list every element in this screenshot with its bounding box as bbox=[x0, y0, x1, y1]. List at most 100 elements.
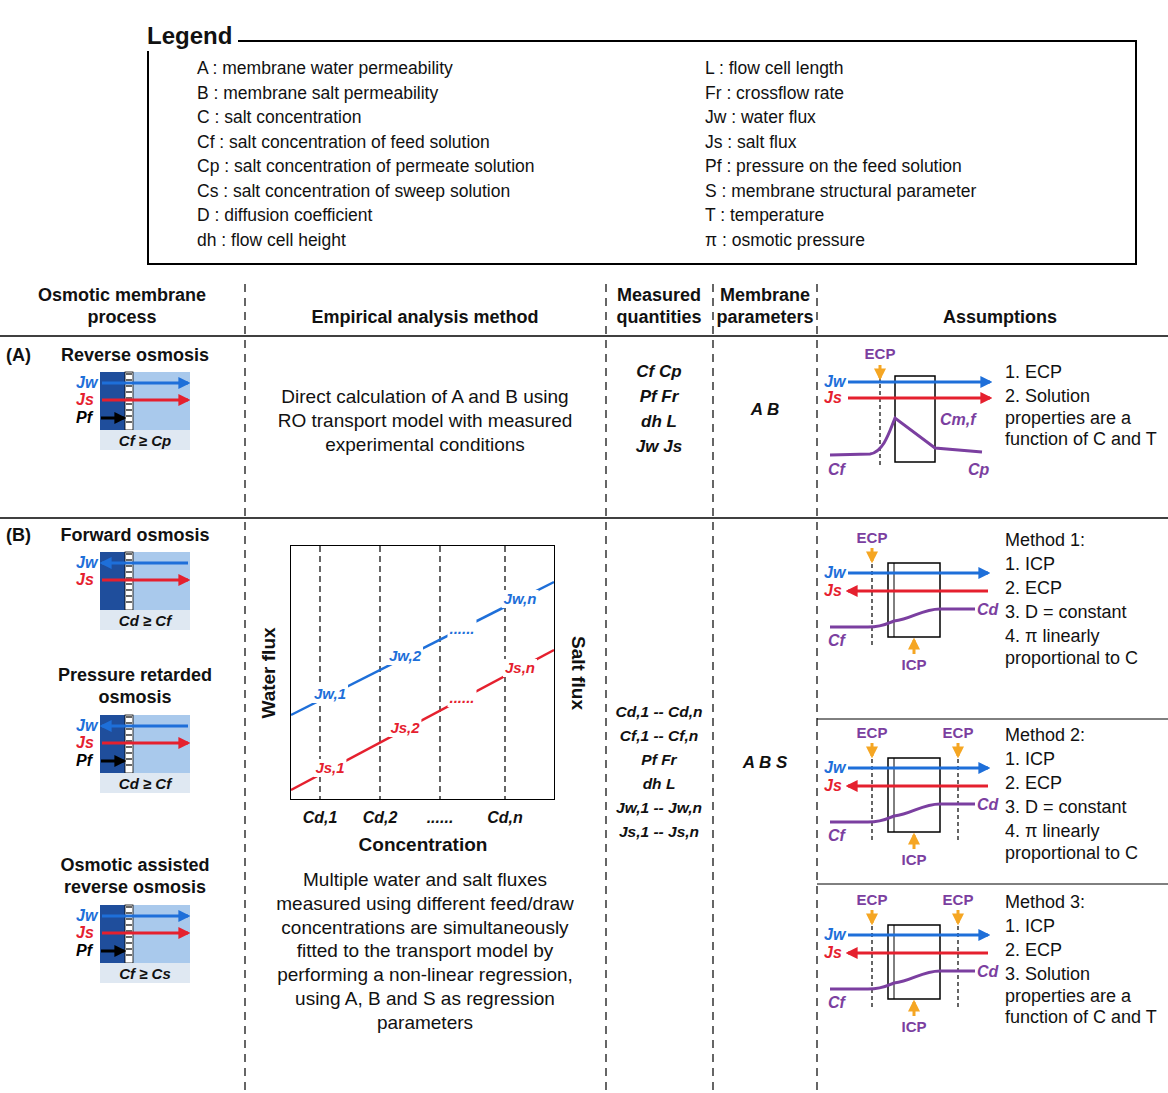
salt-flux-label: Js bbox=[76, 390, 94, 409]
ecp-arrow bbox=[957, 743, 960, 756]
rule-line bbox=[0, 517, 1168, 519]
flux-arrow bbox=[848, 785, 988, 788]
water-flux-point: Jw,n bbox=[502, 590, 539, 608]
flux-arrow bbox=[848, 952, 988, 955]
salt-flux-point: Js,1 bbox=[313, 759, 346, 777]
salt-flux-point: Js,n bbox=[503, 659, 537, 677]
salt-flux-label: Js bbox=[76, 733, 94, 752]
membrane-hatch bbox=[126, 553, 132, 554]
membrane-hatch bbox=[126, 722, 132, 723]
rule-line bbox=[817, 884, 1168, 885]
salt-flux-label: Js bbox=[824, 581, 842, 600]
column-header: Assumptions bbox=[900, 307, 1100, 329]
polarization-label: ECP bbox=[865, 345, 896, 363]
column-header: Measured quantities bbox=[607, 285, 711, 328]
membrane-hatch bbox=[126, 728, 132, 729]
pressure-label: Pf bbox=[76, 751, 92, 770]
ecp-arrow bbox=[871, 548, 874, 561]
ecp-boundary bbox=[957, 919, 958, 1007]
quantity-text: Jw,1 -- Jw,n bbox=[616, 799, 702, 818]
condition-band bbox=[100, 610, 190, 630]
ecp-arrow bbox=[871, 743, 874, 756]
assumption-text: 1. ICP bbox=[1005, 554, 1165, 576]
membrane-hatch bbox=[126, 906, 132, 907]
legend-entry: Fr : crossflow rate bbox=[705, 83, 844, 104]
salt-flux-label: Js bbox=[824, 943, 842, 962]
membrane-hatch bbox=[126, 571, 132, 572]
concentration-label: Cm,f bbox=[940, 410, 976, 429]
assumption-text: 2. Solution properties are a function of… bbox=[1005, 386, 1165, 451]
polarization-label: ECP bbox=[857, 891, 888, 909]
concentration-condition: Cd ≥ Cf bbox=[119, 612, 171, 630]
flux-arrow bbox=[102, 742, 188, 745]
ecp-boundary bbox=[957, 752, 958, 840]
assumption-text: 1. ECP bbox=[1005, 362, 1165, 384]
concentration-label: Cd bbox=[977, 600, 998, 619]
ecp-boundary bbox=[879, 370, 880, 468]
concentration-label: Cf bbox=[828, 993, 845, 1012]
legend-entry: Js : salt flux bbox=[705, 132, 796, 153]
membrane-hatch bbox=[126, 403, 132, 404]
flux-arrow bbox=[848, 934, 988, 937]
concentration-label: Cd bbox=[977, 795, 998, 814]
quantity-text: A B bbox=[751, 400, 780, 420]
quantity-text: Pf Fr bbox=[641, 751, 676, 770]
column-header: Osmotic membrane process bbox=[22, 285, 222, 328]
axis-tick: Cd,2 bbox=[363, 808, 398, 827]
legend-entry: A : membrane water permeability bbox=[197, 58, 453, 79]
quantity-text: Cd,1 -- Cd,n bbox=[616, 703, 703, 722]
flux-arrow bbox=[848, 397, 990, 400]
polarization-label: ECP bbox=[857, 724, 888, 742]
legend-entry: D : diffusion coefficient bbox=[197, 205, 372, 226]
row-label: (A) bbox=[6, 345, 31, 367]
guide-line bbox=[439, 546, 440, 799]
membrane-hatch bbox=[126, 764, 132, 765]
assumption-text: 3. D = constant bbox=[1005, 797, 1165, 819]
salt-flux-label: Js bbox=[76, 570, 94, 589]
condition-band bbox=[100, 963, 190, 983]
column-divider bbox=[816, 284, 817, 1090]
membrane-hatch bbox=[126, 948, 132, 949]
polarization-label: ICP bbox=[901, 851, 926, 869]
rule-line bbox=[0, 335, 1168, 337]
column-header: Osmotic assisted reverse osmosis bbox=[30, 855, 240, 898]
flux-arrow bbox=[102, 562, 188, 565]
polarization-label: ICP bbox=[901, 1018, 926, 1036]
legend-entry: C : salt concentration bbox=[197, 107, 361, 128]
membrane-hatch bbox=[126, 752, 132, 753]
water-flux-point: Jw,2 bbox=[387, 647, 423, 665]
membrane-hatch bbox=[126, 577, 132, 578]
membrane-hatch bbox=[126, 912, 132, 913]
membrane-hatch bbox=[126, 565, 132, 566]
polarization-label: ECP bbox=[943, 891, 974, 909]
water-flux-point: ...... bbox=[447, 620, 476, 638]
guide-line bbox=[379, 546, 380, 799]
membrane-hatch bbox=[126, 746, 132, 747]
membrane-hatch bbox=[126, 740, 132, 741]
pressure-arrow bbox=[101, 760, 124, 763]
polarization-label: ICP bbox=[901, 656, 926, 674]
concentration-label: Cd bbox=[977, 962, 998, 981]
salt-flux-label: Js bbox=[76, 923, 94, 942]
assumption-text: 4. π linearly proportional to C bbox=[1005, 626, 1165, 669]
method-description: Multiple water and salt fluxes measured … bbox=[260, 868, 590, 1034]
concentration-label: Cf bbox=[828, 826, 845, 845]
legend-entry: Cp : salt concentration of permeate solu… bbox=[197, 156, 535, 177]
assumption-text: 3. Solution properties are a function of… bbox=[1005, 964, 1165, 1029]
water-flux-line bbox=[291, 582, 554, 715]
legend-entry: Jw : water flux bbox=[705, 107, 816, 128]
legend-entry: Cf : salt concentration of feed solution bbox=[197, 132, 490, 153]
quantity-text: Js,1 -- Js,n bbox=[619, 823, 699, 842]
flux-arrow bbox=[102, 579, 188, 582]
ecp-arrow bbox=[871, 910, 874, 923]
concentration-profile bbox=[830, 804, 975, 822]
column-header: Pressure retarded osmosis bbox=[30, 665, 240, 708]
quantity-text: A B S bbox=[743, 753, 788, 773]
concentration-profile bbox=[830, 609, 975, 627]
water-flux-label: Jw bbox=[76, 906, 97, 925]
salt-flux-label: Js bbox=[824, 388, 842, 407]
flux-arrow bbox=[848, 381, 990, 384]
quantity-text: Cf Cp bbox=[636, 362, 681, 382]
column-header: Reverse osmosis bbox=[30, 345, 240, 367]
